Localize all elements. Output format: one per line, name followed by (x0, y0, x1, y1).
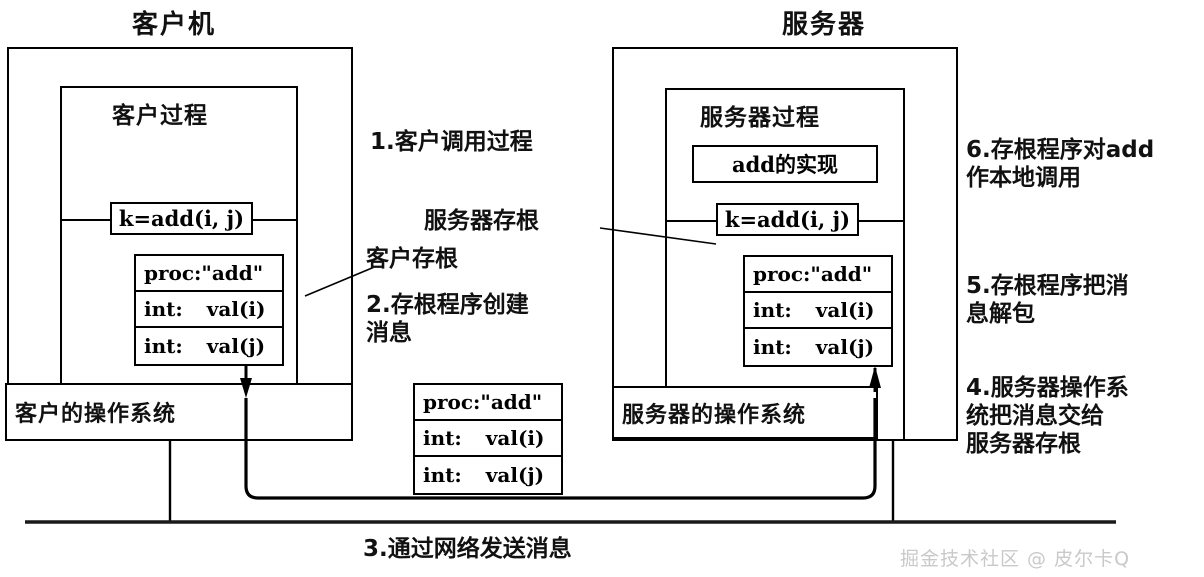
server-stub-row-0: int: val(i) (745, 293, 891, 329)
server-stub-label: 服务器存根 (424, 208, 539, 234)
server-machine-title: 服务器 (782, 10, 867, 40)
network-message-header: proc:"add" (415, 385, 561, 421)
server-stub-row-0-type: int: (753, 298, 792, 322)
step-2-label: 2.存根程序创建 消息 (366, 292, 529, 347)
client-call-box: k=add(i, j) (110, 202, 253, 235)
client-process-title: 客户过程 (112, 103, 208, 129)
server-process-title: 服务器过程 (700, 105, 820, 131)
step-1-label: 1.客户调用过程 (370, 129, 533, 155)
server-stub-header: proc:"add" (745, 257, 891, 293)
client-stub-header: proc:"add" (136, 256, 282, 292)
server-os-label: 服务器的操作系统 (622, 402, 807, 428)
watermark-label: 掘金技术社区 @ 皮尔卡Q (900, 548, 1131, 570)
client-machine-title: 客户机 (132, 10, 217, 40)
client-stub-row-0: int: val(i) (136, 292, 282, 328)
server-stub-row-1: int: val(j) (745, 329, 891, 365)
client-stub-row-0-type: int: (144, 297, 183, 321)
client-stub-row-1-value: val(j) (206, 334, 266, 358)
network-message-row-1-value: val(j) (485, 463, 545, 487)
client-os-label: 客户的操作系统 (15, 402, 177, 427)
network-message-row-1: int: val(j) (415, 457, 561, 493)
server-stub-row-1-value: val(j) (815, 335, 875, 359)
client-stub-row-0-value: val(i) (206, 297, 266, 321)
network-message-row-1-type: int: (423, 463, 462, 487)
client-os-box: 客户的操作系统 (5, 383, 353, 441)
client-stub-message: proc:"add" int: val(i) int: val(j) (134, 254, 284, 366)
server-call-box: k=add(i, j) (716, 203, 859, 236)
client-stub-row-1-type: int: (144, 334, 183, 358)
step-3-label: 3.通过网络发送消息 (363, 536, 572, 562)
network-message: proc:"add" int: val(i) int: val(j) (413, 383, 563, 495)
server-stub-message: proc:"add" int: val(i) int: val(j) (743, 255, 893, 367)
step-4-label: 4.服务器操作系 统把消息交给 服务器存根 (966, 375, 1129, 458)
network-message-row-0: int: val(i) (415, 421, 561, 457)
step-5-label: 5.存根程序把消 息解包 (966, 273, 1129, 328)
client-stub-label: 客户存根 (366, 246, 458, 272)
server-stub-row-1-type: int: (753, 335, 792, 359)
network-message-row-0-type: int: (423, 426, 462, 450)
server-impl-box: add的实现 (692, 145, 878, 183)
server-stub-row-0-value: val(i) (815, 298, 875, 322)
server-os-box: 服务器的操作系统 (612, 386, 878, 439)
network-message-row-0-value: val(i) (485, 426, 545, 450)
client-stub-row-1: int: val(j) (136, 328, 282, 364)
step-6-label: 6.存根程序对add 作本地调用 (966, 137, 1155, 192)
